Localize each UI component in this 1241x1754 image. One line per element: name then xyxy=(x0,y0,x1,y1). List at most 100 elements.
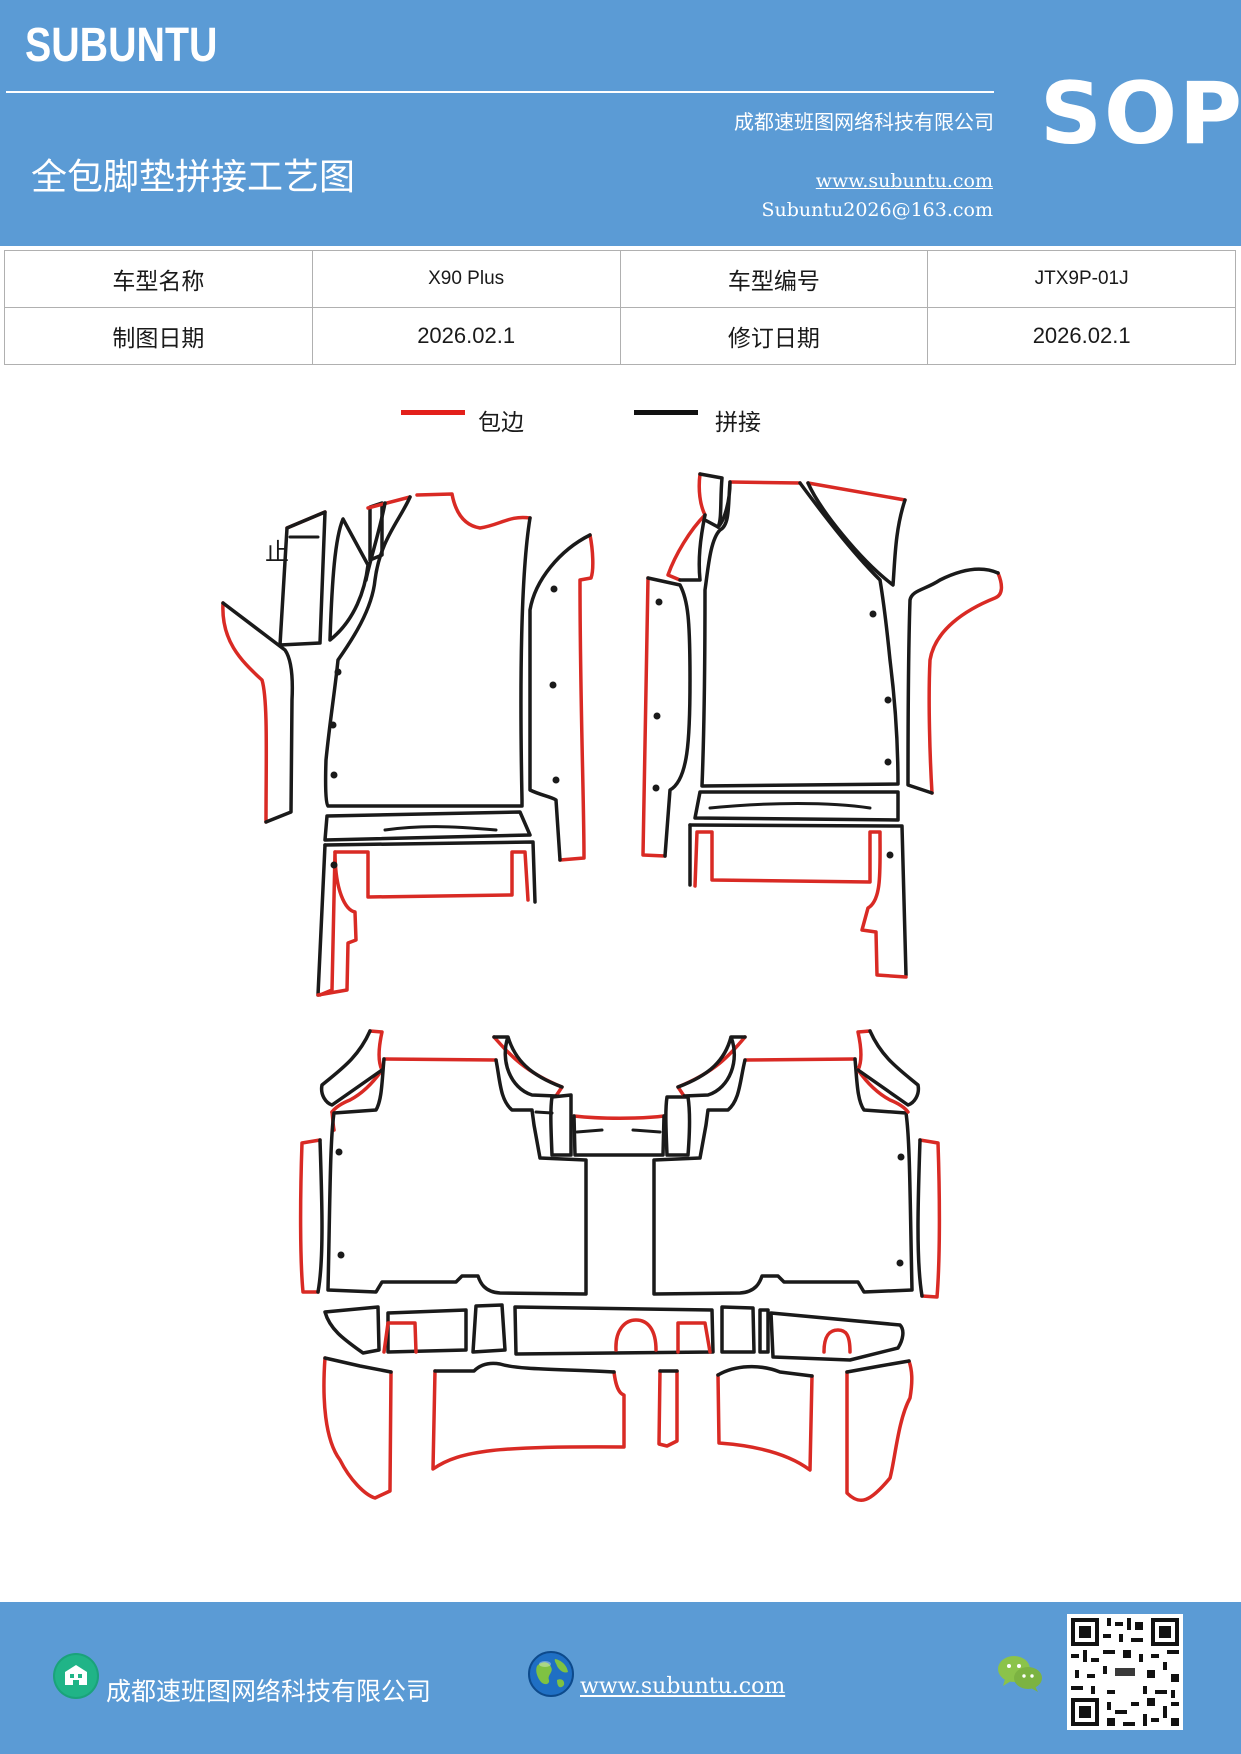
mat-piece xyxy=(316,843,327,997)
mat-hole xyxy=(884,758,892,766)
vehicle-info-table: 车型名称 X90 Plus 车型编号 JTX9P-01J 制图日期 2026.0… xyxy=(4,250,1236,365)
mat-piece xyxy=(693,790,900,822)
mat-piece xyxy=(716,1373,814,1472)
mat-hole xyxy=(330,861,338,869)
brand-logo: SUBUNTU xyxy=(25,19,218,72)
mat-piece xyxy=(822,1328,852,1354)
mat-piece xyxy=(676,1321,712,1354)
mat-piece xyxy=(471,1303,507,1354)
mat-piece xyxy=(856,1029,910,1114)
mat-piece xyxy=(326,1057,588,1296)
footer-bar: 成都速班图网络科技有限公司 www.subuntu.com xyxy=(0,1602,1241,1754)
mat-piece xyxy=(708,802,872,810)
legend-swatch-edge xyxy=(401,410,465,415)
qr-code xyxy=(1067,1614,1183,1730)
mat-piece xyxy=(323,840,537,904)
building-icon xyxy=(53,1653,99,1699)
header-email: Subuntu2026@163.com xyxy=(761,199,993,221)
mat-piece xyxy=(575,1128,662,1134)
mat-piece xyxy=(322,1356,393,1500)
mat-hole xyxy=(549,681,557,689)
mat-piece xyxy=(278,510,327,647)
footer-website-link[interactable]: www.subuntu.com xyxy=(580,1674,786,1699)
mat-hole xyxy=(886,851,894,859)
mat-hole xyxy=(652,784,660,792)
table-row: 制图日期 2026.02.1 修订日期 2026.02.1 xyxy=(4,307,1236,365)
mat-hole xyxy=(897,1153,905,1161)
mat-piece xyxy=(316,850,358,997)
mat-piece xyxy=(678,472,724,582)
front-left-mat-group xyxy=(221,492,595,997)
header-bar: SUBUNTU 成都速班图网络科技有限公司 全包脚垫拼接工艺图 www.subu… xyxy=(0,0,1241,246)
mat-piece xyxy=(316,1138,324,1294)
mat-piece xyxy=(845,1359,914,1503)
mat-piece xyxy=(221,601,269,824)
mat-piece xyxy=(716,1364,814,1378)
front-right-mat-group xyxy=(641,472,1004,979)
model-name-value: X90 Plus xyxy=(311,250,621,308)
mat-piece xyxy=(572,1114,666,1157)
mat-piece xyxy=(383,825,498,832)
revision-date-label: 修订日期 xyxy=(619,307,929,365)
mat-piece xyxy=(431,1369,626,1471)
mat-piece xyxy=(323,495,532,808)
legend-swatch-seam xyxy=(634,410,698,415)
revision-date-value: 2026.02.1 xyxy=(927,307,1236,365)
model-name-label: 车型名称 xyxy=(4,250,313,308)
mat-piece xyxy=(906,567,1000,795)
mat-piece xyxy=(328,517,370,642)
mat-piece xyxy=(806,481,907,587)
header-website-link[interactable]: www.subuntu.com xyxy=(815,170,993,192)
drawing-date-label: 制图日期 xyxy=(4,307,313,365)
mat-hole xyxy=(334,668,342,676)
mat-piece xyxy=(364,501,387,582)
mat-hole xyxy=(896,1259,904,1267)
header-company-name: 成都速班图网络科技有限公司 xyxy=(734,110,994,134)
mat-piece xyxy=(614,1318,658,1352)
mat-piece xyxy=(558,533,595,862)
wechat-icon[interactable] xyxy=(997,1654,1043,1694)
rear-mat-group xyxy=(298,1029,942,1503)
mat-piece xyxy=(433,1361,616,1374)
mat-piece xyxy=(323,1356,393,1374)
mat-hole xyxy=(337,1251,345,1259)
drawing-date-value: 2026.02.1 xyxy=(311,307,621,365)
mat-piece xyxy=(769,1311,905,1362)
mat-piece xyxy=(845,1359,911,1374)
mat-hole xyxy=(335,1148,343,1156)
mat-piece xyxy=(688,823,908,977)
header-divider xyxy=(6,91,994,93)
mat-hole xyxy=(655,598,663,606)
mat-piece xyxy=(572,1114,666,1120)
mat-hole xyxy=(884,696,892,704)
mat-piece xyxy=(366,492,532,530)
sop-badge: SOP xyxy=(1040,64,1241,164)
mat-piece xyxy=(330,1029,384,1114)
mat-piece xyxy=(221,601,295,824)
mat-piece xyxy=(333,850,530,902)
mat-piece xyxy=(534,1110,554,1115)
mat-piece xyxy=(758,1308,770,1354)
mat-piece xyxy=(386,1308,468,1354)
floor-mat-splice-diagram: 止 xyxy=(221,472,1004,1503)
mat-piece xyxy=(916,1138,924,1298)
model-code-value: JTX9P-01J xyxy=(927,250,1236,308)
mat-piece xyxy=(664,1095,692,1157)
mat-piece xyxy=(641,576,667,858)
mat-piece xyxy=(856,1029,921,1107)
table-row: 车型名称 X90 Plus 车型编号 JTX9P-01J xyxy=(4,250,1236,308)
mat-piece xyxy=(700,480,900,788)
mat-piece xyxy=(657,1369,679,1448)
mat-piece xyxy=(927,571,1004,795)
mat-hole xyxy=(329,721,337,729)
mat-piece xyxy=(720,1305,756,1354)
mat-hole xyxy=(552,776,560,784)
mat-piece xyxy=(646,576,692,858)
mat-hole xyxy=(550,585,558,593)
legend-label-seam: 拼接 xyxy=(715,410,761,436)
mat-piece xyxy=(323,1305,381,1355)
mat-piece xyxy=(728,480,802,485)
mat-piece xyxy=(382,1321,418,1354)
mat-piece xyxy=(528,533,592,862)
mat-piece xyxy=(918,1138,942,1299)
